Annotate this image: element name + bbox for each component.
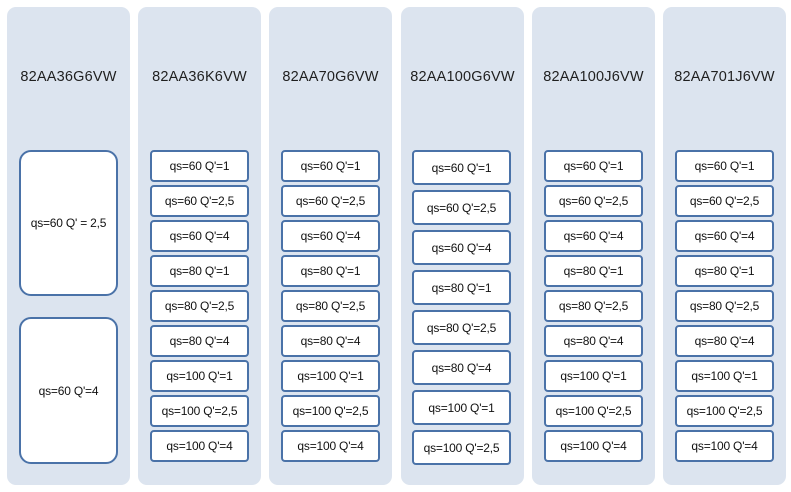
config-box: qs=100 Q'=1 (544, 360, 643, 392)
column-title: 82AA36G6VW (20, 69, 117, 85)
config-box: qs=100 Q'=4 (675, 430, 774, 462)
config-box: qs=80 Q'=2,5 (281, 290, 380, 322)
config-box: qs=80 Q'=2,5 (675, 290, 774, 322)
config-box: qs=80 Q'=4 (281, 325, 380, 357)
config-box: qs=100 Q'=2,5 (412, 430, 511, 465)
column-title: 82AA100J6VW (543, 69, 644, 85)
config-box: qs=80 Q'=1 (544, 255, 643, 287)
config-box: qs=60 Q'=1 (150, 150, 249, 182)
config-box: qs=80 Q'=4 (412, 350, 511, 385)
config-box: qs=80 Q'=2,5 (544, 290, 643, 322)
config-box: qs=60 Q'=4 (675, 220, 774, 252)
config-box: qs=60 Q'=4 (19, 317, 118, 464)
config-box: qs=60 Q'=2,5 (150, 185, 249, 217)
config-box: qs=100 Q'=4 (150, 430, 249, 462)
config-box: qs=80 Q'=1 (281, 255, 380, 287)
column-82AA36G6VW: 82AA36G6VW qs=60 Q' = 2,5 qs=60 Q'=4 (7, 7, 130, 485)
config-box: qs=100 Q'=2,5 (150, 395, 249, 427)
config-box: qs=60 Q'=2,5 (544, 185, 643, 217)
config-box: qs=100 Q'=4 (281, 430, 380, 462)
config-box: qs=100 Q'=1 (412, 390, 511, 425)
config-box: qs=60 Q'=2,5 (281, 185, 380, 217)
column-title: 82AA701J6VW (674, 69, 775, 85)
config-box: qs=60 Q'=2,5 (412, 190, 511, 225)
config-box: qs=100 Q'=4 (544, 430, 643, 462)
config-box: qs=80 Q'=2,5 (412, 310, 511, 345)
column-title: 82AA36K6VW (152, 69, 247, 85)
config-box: qs=80 Q'=4 (675, 325, 774, 357)
column-82AA36K6VW: 82AA36K6VW qs=60 Q'=1 qs=60 Q'=2,5 qs=60… (138, 7, 261, 485)
config-box: qs=100 Q'=1 (281, 360, 380, 392)
column-82AA701J6VW: 82AA701J6VW qs=60 Q'=1 qs=60 Q'=2,5 qs=6… (663, 7, 786, 485)
column-82AA100G6VW: 82AA100G6VW qs=60 Q'=1 qs=60 Q'=2,5 qs=6… (401, 7, 524, 485)
config-box: qs=80 Q'=4 (544, 325, 643, 357)
config-box: qs=60 Q'=2,5 (675, 185, 774, 217)
config-box: qs=80 Q'=1 (675, 255, 774, 287)
config-box: qs=100 Q'=2,5 (281, 395, 380, 427)
config-box: qs=60 Q'=1 (675, 150, 774, 182)
config-box: qs=100 Q'=2,5 (675, 395, 774, 427)
column-title: 82AA70G6VW (282, 69, 379, 85)
config-box: qs=60 Q'=4 (412, 230, 511, 265)
config-box: qs=60 Q'=4 (281, 220, 380, 252)
config-box: qs=60 Q'=1 (412, 150, 511, 185)
config-box: qs=80 Q'=4 (150, 325, 249, 357)
config-box: qs=60 Q'=4 (544, 220, 643, 252)
column-82AA100J6VW: 82AA100J6VW qs=60 Q'=1 qs=60 Q'=2,5 qs=6… (532, 7, 655, 485)
config-box: qs=80 Q'=1 (412, 270, 511, 305)
column-82AA70G6VW: 82AA70G6VW qs=60 Q'=1 qs=60 Q'=2,5 qs=60… (269, 7, 392, 485)
config-box: qs=100 Q'=1 (675, 360, 774, 392)
config-box: qs=60 Q'=1 (544, 150, 643, 182)
column-title: 82AA100G6VW (410, 69, 515, 85)
config-box: qs=80 Q'=1 (150, 255, 249, 287)
config-box: qs=60 Q'=1 (281, 150, 380, 182)
config-box: qs=60 Q'=4 (150, 220, 249, 252)
config-box: qs=80 Q'=2,5 (150, 290, 249, 322)
config-box: qs=100 Q'=2,5 (544, 395, 643, 427)
config-box: qs=60 Q' = 2,5 (19, 150, 118, 296)
config-box: qs=100 Q'=1 (150, 360, 249, 392)
